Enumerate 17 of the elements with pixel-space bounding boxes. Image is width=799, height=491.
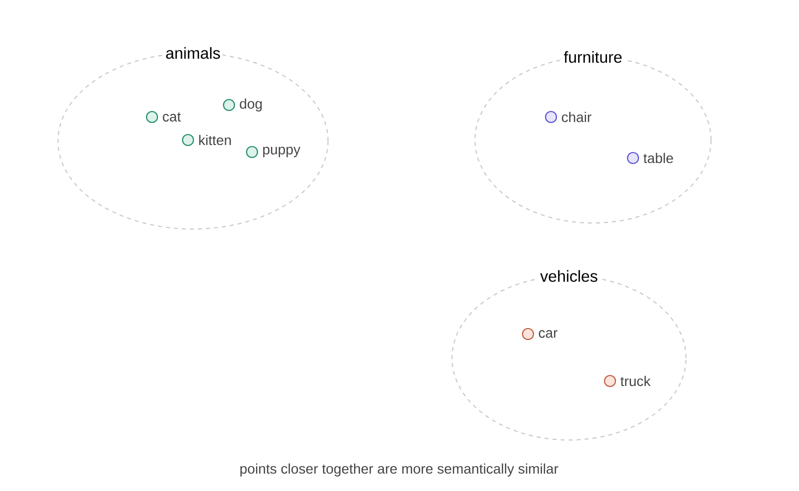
data-point: puppy xyxy=(246,146,300,158)
data-point: car xyxy=(522,328,558,340)
data-point: kitten xyxy=(182,134,231,146)
node-label: puppy xyxy=(263,146,300,158)
node-label: kitten xyxy=(199,134,231,146)
caption: points closer together are more semantically similar xyxy=(240,463,558,476)
node-label: chair xyxy=(562,112,592,122)
node-label: truck xyxy=(620,376,651,386)
data-point: chair xyxy=(544,110,592,124)
node-label: dog xyxy=(240,98,262,112)
node-label: table xyxy=(643,152,673,164)
data-point: table xyxy=(626,152,673,164)
node-label: cat xyxy=(162,112,181,122)
data-point: cat xyxy=(146,110,181,124)
data-point: truck xyxy=(604,374,651,388)
data-point: dog xyxy=(222,98,262,112)
node-label: car xyxy=(538,330,558,338)
